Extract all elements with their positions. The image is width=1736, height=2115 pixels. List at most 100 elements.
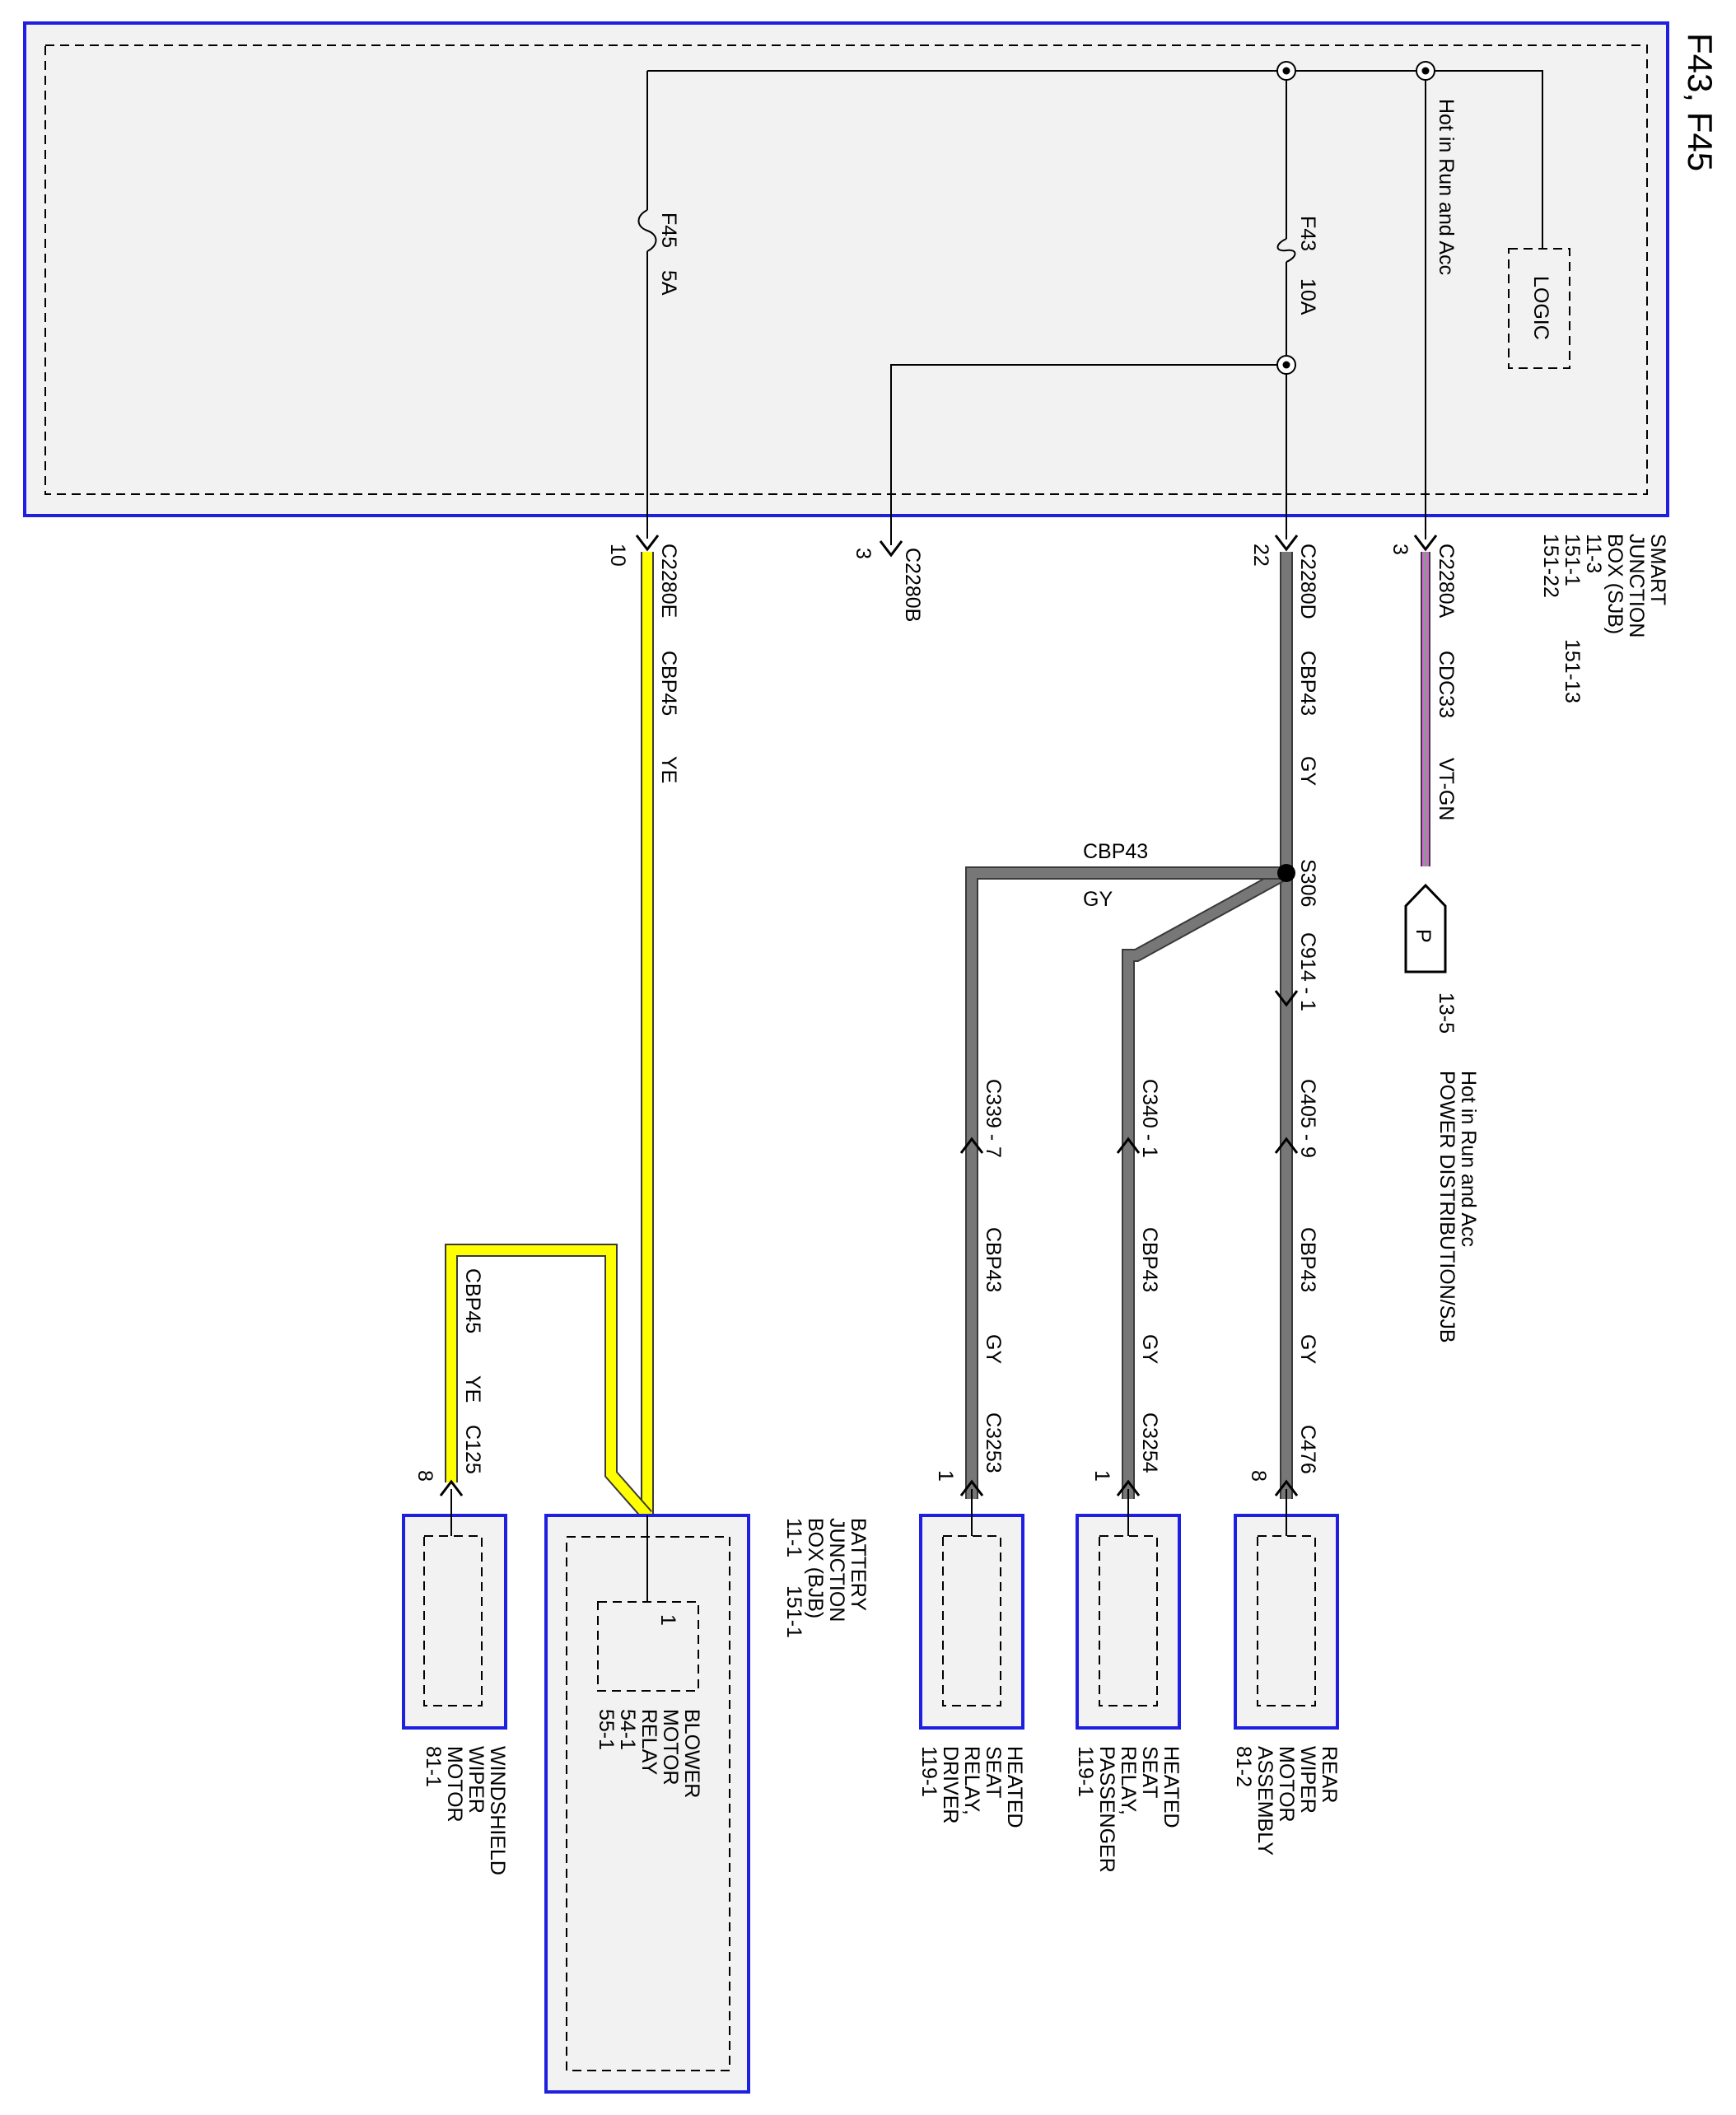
- connector-c405: C405 - 9: [1274, 1079, 1319, 1158]
- junction-dot: [1276, 61, 1296, 81]
- svg-text:SMART: SMART: [1646, 534, 1669, 605]
- heated-seat-relay-driver-label: HEATED SEAT RELAY, DRIVER 119-1: [917, 1746, 1026, 1828]
- svg-text:11-1: 11-1: [782, 1518, 805, 1557]
- svg-text:BOX (BJB): BOX (BJB): [804, 1518, 827, 1618]
- fuse-f43-rating: 10A: [1296, 278, 1319, 315]
- svg-text:151-13: 151-13: [1561, 639, 1584, 703]
- hot-run-acc-label: Hot in Run and Acc: [1435, 99, 1458, 275]
- svg-text:119-1: 119-1: [1074, 1746, 1097, 1797]
- svg-text:MOTOR: MOTOR: [659, 1709, 682, 1786]
- wire-driver-circuit: CBP43: [982, 1227, 1005, 1292]
- fuse-f43-name: F43: [1296, 216, 1319, 251]
- fuse-f45-rating: 5A: [657, 270, 680, 296]
- svg-text:10: 10: [606, 544, 629, 567]
- svg-text:8: 8: [1247, 1470, 1270, 1482]
- connector-c339: C339 - 7: [959, 1079, 1005, 1158]
- svg-text:8: 8: [413, 1470, 436, 1482]
- heated-seat-relay-driver-box: [919, 1489, 1024, 1730]
- wire-driver-color: GY: [982, 1334, 1005, 1364]
- svg-text:C125: C125: [461, 1425, 484, 1474]
- fuse-f45-icon: [637, 209, 657, 252]
- windshield-wiper-motor-box: [402, 1489, 507, 1730]
- heated-seat-relay-passenger-label: HEATED SEAT RELAY, PASSENGER 119-1: [1074, 1746, 1183, 1873]
- connector-c476: C476 8: [1247, 1425, 1319, 1496]
- fuse-f45-name: F45: [657, 212, 680, 248]
- svg-text:C2280A: C2280A: [1435, 544, 1458, 619]
- wire-cbp43-circuit: CBP43: [1296, 651, 1319, 716]
- connector-c2280e: C2280E 10: [606, 535, 680, 618]
- svg-text:81-2: 81-2: [1232, 1746, 1255, 1787]
- svg-text:3: 3: [1388, 544, 1412, 555]
- c2280b-wire: [890, 364, 1286, 545]
- svg-text:C2280E: C2280E: [657, 544, 680, 618]
- svg-text:C3254: C3254: [1138, 1412, 1161, 1473]
- svg-text:SEAT: SEAT: [1138, 1746, 1161, 1798]
- connector-c2280b: C2280B 3: [852, 540, 924, 622]
- junction-dot: [1276, 355, 1296, 375]
- svg-text:RELAY,: RELAY,: [1117, 1746, 1140, 1815]
- svg-text:22: 22: [1249, 544, 1272, 567]
- svg-text:JUNCTION: JUNCTION: [825, 1518, 848, 1622]
- diagram-title: F43, F45: [1681, 33, 1720, 171]
- wire-cbp43-driver: [965, 866, 1286, 1499]
- splice-s306-dot: [1277, 864, 1295, 882]
- connector-c3254: C3254 1: [1090, 1412, 1161, 1496]
- svg-text:MOTOR: MOTOR: [443, 1746, 466, 1823]
- svg-text:55-1: 55-1: [595, 1709, 618, 1750]
- windshield-wiper-motor-label: WINDSHIELD WIPER MOTOR 81-1: [422, 1746, 509, 1875]
- logic-label: LOGIC: [1529, 276, 1552, 340]
- wire-cbp45-wiper: [445, 1244, 653, 1520]
- svg-text:54-1: 54-1: [616, 1709, 639, 1750]
- svg-text:11-3: 11-3: [1582, 534, 1605, 573]
- svg-text:1: 1: [1090, 1470, 1113, 1482]
- bjb-label: BATTERY JUNCTION BOX (BJB) 11-1 151-1: [782, 1518, 870, 1638]
- power-distribution-terminal: P: [1404, 883, 1447, 973]
- connector-c3253: C3253 1: [934, 1412, 1005, 1496]
- svg-text:C405 - 9: C405 - 9: [1296, 1079, 1319, 1158]
- wire-cbp45-wiper-circuit: CBP45: [461, 1268, 484, 1333]
- svg-text:ASSEMBLY: ASSEMBLY: [1253, 1746, 1276, 1856]
- svg-text:RELAY,: RELAY,: [960, 1746, 983, 1815]
- splice-s306-label: S306: [1296, 859, 1319, 907]
- svg-text:WINDSHIELD: WINDSHIELD: [486, 1746, 509, 1875]
- power-dist-line1: Hot in Run and Acc: [1457, 1071, 1480, 1247]
- svg-text:C476: C476: [1296, 1425, 1319, 1474]
- svg-text:WIPER: WIPER: [1296, 1746, 1319, 1814]
- connector-c914: C914 - 1: [1274, 932, 1319, 1011]
- sjb-name-label: SMART JUNCTION BOX (SJB) 11-3 151-1 151-…: [1539, 534, 1669, 703]
- connector-c2280a: C2280A 3: [1388, 535, 1458, 619]
- splice-color-label: GY: [1083, 888, 1113, 911]
- svg-text:PASSENGER: PASSENGER: [1095, 1746, 1118, 1873]
- svg-text:81-1: 81-1: [422, 1746, 445, 1787]
- splice-circuit-label: CBP43: [1083, 840, 1148, 863]
- sjb-dashed-interior: [44, 44, 1648, 495]
- svg-text:SEAT: SEAT: [982, 1746, 1005, 1798]
- wire-cbp43-lower-circuit: CBP43: [1296, 1227, 1319, 1292]
- svg-text:HEATED: HEATED: [1003, 1746, 1026, 1828]
- blower-relay-pin: 1: [656, 1614, 679, 1626]
- sjb-outline: [23, 21, 1669, 517]
- svg-text:BATTERY: BATTERY: [847, 1518, 870, 1611]
- fuse-f43-icon: [1276, 238, 1296, 263]
- wire-cbp45-wiper-color: YE: [461, 1375, 484, 1403]
- sjb-bus-wire: [647, 70, 1543, 249]
- wire-cbp45-color: YE: [657, 756, 680, 783]
- wire-passenger-color: GY: [1138, 1334, 1161, 1364]
- svg-text:C914 - 1: C914 - 1: [1296, 932, 1319, 1011]
- svg-text:1: 1: [934, 1470, 957, 1482]
- svg-text:HEATED: HEATED: [1160, 1746, 1183, 1828]
- connector-c125: C125 8: [413, 1425, 484, 1496]
- svg-text:BOX (SJB): BOX (SJB): [1603, 534, 1626, 634]
- svg-text:REAR: REAR: [1318, 1746, 1341, 1803]
- wire-cdc33-circuit: CDC33: [1435, 651, 1458, 718]
- wire-cbp43-lower-color: GY: [1296, 1334, 1319, 1364]
- power-dist-line2: POWER DISTRIBUTION/SJB: [1435, 1071, 1458, 1343]
- svg-text:C2280B: C2280B: [901, 548, 924, 622]
- svg-text:RELAY: RELAY: [637, 1709, 660, 1775]
- junction-dot: [1416, 61, 1435, 81]
- svg-text:119-1: 119-1: [917, 1746, 940, 1797]
- wire-cbp45-circuit: CBP45: [657, 651, 680, 716]
- svg-text:BLOWER: BLOWER: [680, 1709, 703, 1798]
- blower-motor-relay-label: BLOWER MOTOR RELAY 54-1 55-1: [595, 1709, 703, 1798]
- rear-wiper-motor-box: [1234, 1489, 1339, 1730]
